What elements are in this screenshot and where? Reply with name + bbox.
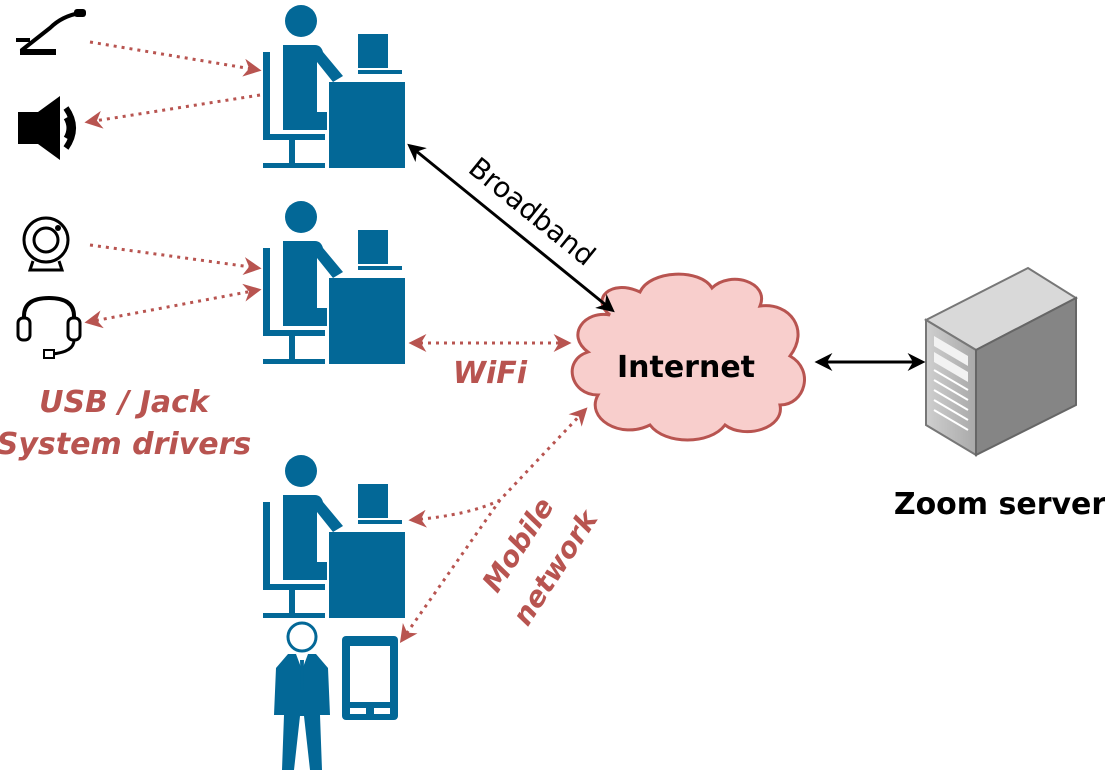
- wifi-label: WiFi: [453, 356, 528, 391]
- webcam-link: [89, 243, 262, 275]
- connectors: [84, 40, 926, 643]
- broadband-link: [407, 143, 615, 313]
- server-tower-icon: [923, 266, 1079, 457]
- businessman-icon: [274, 621, 330, 770]
- webcam-icon: [22, 216, 70, 272]
- headset-icon: [16, 295, 82, 359]
- headset-link: [84, 283, 262, 329]
- system-drivers-label: System drivers: [0, 427, 251, 462]
- mobile-link-desktop: [408, 407, 588, 528]
- mic-link: [89, 40, 262, 77]
- microphone-icon: [16, 9, 86, 55]
- tablet-icon: [342, 636, 398, 720]
- internet-label: Internet: [617, 350, 755, 385]
- computer-user-icon: [263, 201, 405, 364]
- usb-jack-label: USB / Jack: [39, 385, 211, 420]
- speaker-icon: [18, 96, 76, 160]
- zoom-server-label: Zoom server: [894, 487, 1105, 522]
- computer-user-icon: [263, 455, 405, 618]
- computer-user-icon: [263, 5, 405, 168]
- broadband-label: Broadband: [462, 151, 601, 273]
- speaker-link: [84, 93, 261, 129]
- cloud-icon: [570, 272, 806, 442]
